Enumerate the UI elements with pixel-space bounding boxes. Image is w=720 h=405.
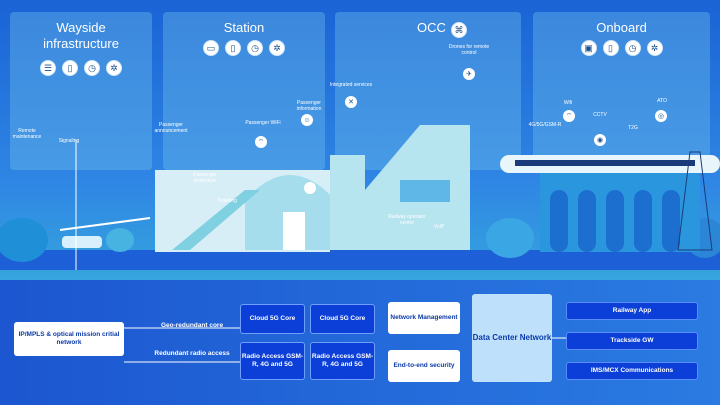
label-passenger-protection: Passenger protection bbox=[193, 172, 217, 184]
critical-network-label: IP/MPLS & optical mission critial networ… bbox=[18, 331, 120, 346]
antenna-tower bbox=[677, 151, 713, 251]
railway-app-box: Railway App bbox=[566, 302, 698, 320]
panel-title-onboard: Onboard bbox=[533, 20, 710, 36]
ato-icon: ◎ bbox=[655, 110, 667, 122]
cloud-core-1-label: Cloud 5G Core bbox=[249, 315, 296, 322]
wifi-icon: ⌔ bbox=[255, 136, 267, 148]
clock-icon: ◷ bbox=[247, 40, 263, 56]
label-passenger-wifi: Passenger WiFi bbox=[245, 120, 281, 126]
gear-icon: ✲ bbox=[269, 40, 285, 56]
panel-title-station: Station bbox=[163, 20, 325, 36]
operator-screens bbox=[400, 180, 450, 202]
ims-mcx-label: IMS/MCX Communications bbox=[590, 367, 674, 374]
label-t2g: T2G bbox=[628, 125, 638, 131]
crossing-barrier bbox=[59, 217, 151, 231]
wayside-icon-row: ☰ ▯ ◷ ✲ bbox=[10, 60, 152, 76]
trackside-gw-box: Trackside GW bbox=[566, 332, 698, 350]
panel-title-occ: OCC bbox=[417, 20, 521, 36]
radio-access-2: Radio Access GSM-R, 4G and 5G bbox=[310, 342, 375, 380]
critical-network-box: IP/MPLS & optical mission critial networ… bbox=[14, 322, 124, 356]
cloud-core-1: Cloud 5G Core bbox=[240, 304, 305, 334]
railway-app-label: Railway App bbox=[612, 307, 652, 314]
viaduct-arches bbox=[550, 190, 680, 252]
phone-icon: ▯ bbox=[62, 60, 78, 76]
wifi-icon: ⌔ bbox=[563, 110, 575, 122]
geo-redundant-label: Geo-redundant core bbox=[160, 322, 224, 329]
onboard-icon-row: ▣ ▯ ◷ ✲ bbox=[533, 40, 710, 56]
drone-icon: ✈ bbox=[463, 68, 475, 80]
cloud-core-2-label: Cloud 5G Core bbox=[319, 315, 366, 322]
network-management-box: Network Management bbox=[388, 302, 460, 334]
radio-access-1: Radio Access GSM-R, 4G and 5G bbox=[240, 342, 305, 380]
station-door bbox=[283, 212, 305, 250]
network-section: IP/MPLS & optical mission critial networ… bbox=[0, 280, 720, 405]
gear-icon: ✲ bbox=[106, 60, 122, 76]
car bbox=[62, 236, 102, 248]
network-connectors bbox=[124, 327, 566, 363]
station-title: Station bbox=[223, 20, 265, 35]
list-icon: ☰ bbox=[40, 60, 56, 76]
label-remote-maintenance: Remote maintenance bbox=[12, 128, 42, 140]
tablet-icon: ▭ bbox=[203, 40, 219, 56]
train-icon: ▣ bbox=[580, 40, 597, 56]
phone-icon: ▯ bbox=[225, 40, 241, 56]
onboard-title: Onboard bbox=[596, 20, 647, 35]
wayside-title-line1: Wayside bbox=[56, 20, 106, 35]
data-center-box: Data Center Network bbox=[472, 294, 552, 382]
clock-icon: ◷ bbox=[624, 40, 641, 56]
label-passenger-announcement: Passenger announcement bbox=[154, 122, 188, 134]
tools-icon: ✕ bbox=[345, 96, 357, 108]
clock-face bbox=[304, 182, 316, 194]
escalator bbox=[172, 190, 260, 250]
train-windows bbox=[515, 160, 695, 166]
gear-icon: ✲ bbox=[646, 40, 663, 56]
network-icon: ⌘ bbox=[451, 22, 467, 38]
label-passenger-information: Passenger information bbox=[296, 100, 322, 112]
label-railway-operator-centre: Railway operator centre bbox=[388, 214, 426, 226]
label-ticketing: Ticketing bbox=[217, 198, 237, 204]
camera-icon: ◉ bbox=[594, 134, 606, 146]
wayside-title-line2: infrastructure bbox=[43, 36, 119, 51]
panel-station: Station ▭ ▯ ◷ ✲ bbox=[163, 12, 325, 170]
label-wifi: Wifi bbox=[563, 100, 573, 106]
tree-occ bbox=[486, 218, 534, 258]
panel-title-wayside: Wayside infrastructure bbox=[10, 20, 152, 52]
label-signaling: Signaling bbox=[58, 138, 80, 144]
label-ato: ATO bbox=[657, 98, 667, 104]
redundant-radio-label: Redundant radio access bbox=[154, 350, 230, 357]
label-cctv: CCTV bbox=[593, 112, 607, 118]
tree-wayside bbox=[106, 228, 134, 252]
network-management-label: Network Management bbox=[390, 314, 458, 321]
security-box: End-to-end security bbox=[388, 350, 460, 382]
label-cellular: 4G/5G/GSM-R bbox=[528, 122, 562, 128]
clock-icon: ◷ bbox=[84, 60, 100, 76]
phone-icon: ▯ bbox=[602, 40, 619, 56]
cloud-core-2: Cloud 5G Core bbox=[310, 304, 375, 334]
panel-wayside: Wayside infrastructure ☰ ▯ ◷ ✲ bbox=[10, 12, 152, 170]
ground bbox=[0, 250, 720, 270]
trackside-gw-label: Trackside GW bbox=[610, 337, 654, 344]
data-center-label: Data Center Network bbox=[472, 333, 552, 342]
security-label: End-to-end security bbox=[393, 362, 455, 369]
tree-left bbox=[0, 218, 48, 262]
occ-title: OCC bbox=[417, 20, 446, 35]
radio-access-2-label: Radio Access GSM-R, 4G and 5G bbox=[311, 353, 374, 368]
railway-scene bbox=[0, 125, 720, 270]
person-icon: ☺ bbox=[301, 114, 313, 126]
label-drones: Drones for remote control bbox=[448, 44, 490, 56]
panel-onboard: Onboard ▣ ▯ ◷ ✲ bbox=[533, 12, 710, 170]
label-voip: VoIP bbox=[433, 224, 445, 230]
radio-access-1-label: Radio Access GSM-R, 4G and 5G bbox=[241, 353, 304, 368]
ims-mcx-box: IMS/MCX Communications bbox=[566, 362, 698, 380]
station-icon-row: ▭ ▯ ◷ ✲ bbox=[163, 40, 325, 56]
label-integrated-services: Integrated services bbox=[329, 82, 373, 88]
